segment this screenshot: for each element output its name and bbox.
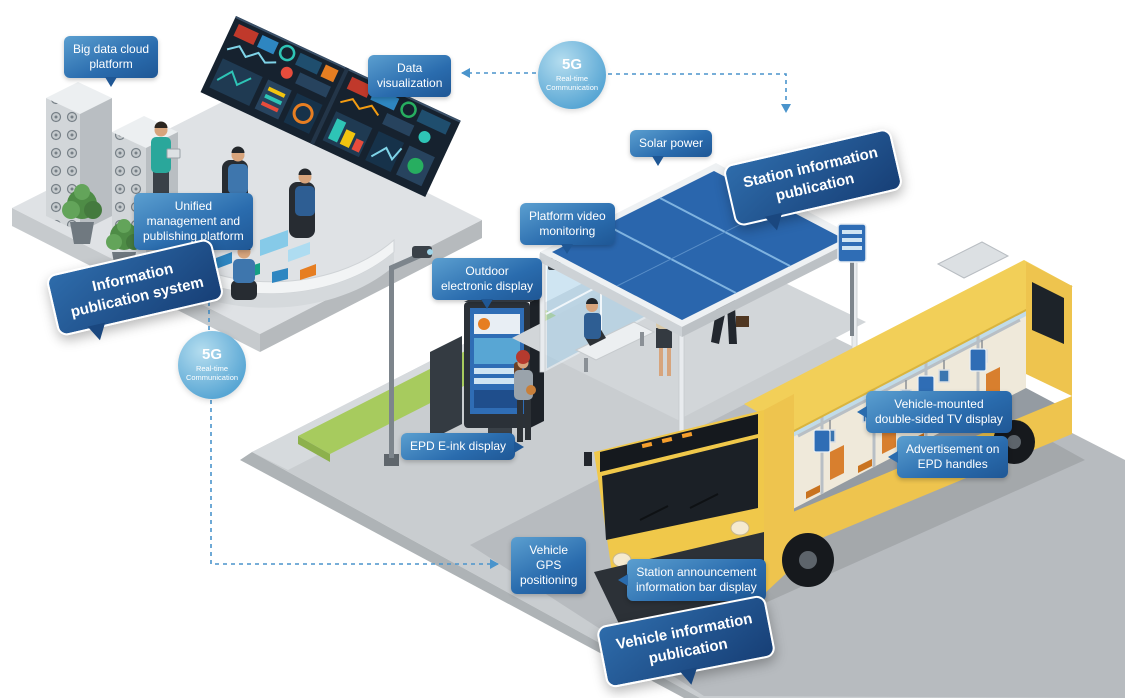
- label-platform-video-monitoring: Platform video monitoring: [520, 203, 615, 254]
- label-vehicle-gps-positioning: Vehicle GPS positioning: [511, 537, 587, 594]
- badge-5g-label: 5G: [561, 56, 582, 74]
- front-info-bar-display: [600, 414, 758, 472]
- label-epd-eink-display: EPD E-ink display: [401, 433, 525, 460]
- label-solar-power: Solar power: [630, 130, 713, 166]
- badge-5g-top: 5G Real-time Communication: [538, 41, 606, 109]
- standing-technician: [151, 121, 181, 208]
- outdoor-display-kiosk: [430, 295, 544, 454]
- badge-5g-label: 5G: [201, 346, 222, 364]
- label-vehicle-tv-display: Vehicle-mounted double-sided TV display: [857, 391, 1012, 433]
- label-data-visualization: Data visualization: [368, 55, 452, 97]
- badge-5g-sub2: Communication: [545, 83, 599, 93]
- badge-5g-left: 5G Real-time Communication: [178, 331, 246, 399]
- badge-5g-sub1: Real-time: [195, 363, 229, 373]
- label-epd-handles-ad: Advertisement on EPD handles: [887, 436, 1009, 478]
- label-outdoor-electronic-display: Outdoor electronic display: [432, 258, 543, 309]
- station-sign: [837, 223, 867, 336]
- badge-5g-sub2: Communication: [185, 373, 239, 383]
- pedestrian-red-hat: [514, 350, 536, 442]
- label-big-data-cloud-platform: Big data cloud platform: [64, 36, 159, 87]
- sitting-passenger: [584, 298, 606, 346]
- label-station-announcement-bar: Station announcement information bar dis…: [618, 559, 766, 601]
- street-lamp-camera: [384, 246, 433, 466]
- cctv-camera-icon: [412, 246, 432, 258]
- plants: [62, 184, 142, 274]
- handrail: [797, 318, 1021, 438]
- dashed-connectors: [208, 68, 791, 569]
- badge-5g-sub1: Real-time: [555, 73, 589, 83]
